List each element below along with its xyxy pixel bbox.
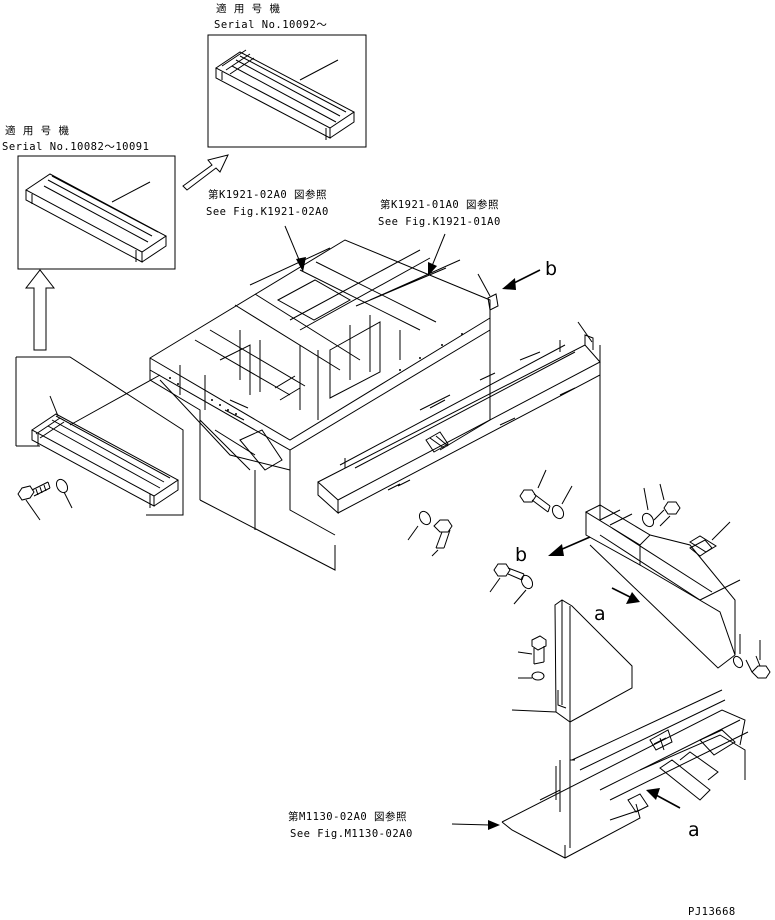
arrow-a-bottom xyxy=(646,788,681,809)
bracket-assembly-right xyxy=(584,345,736,669)
arrow-b-mid xyxy=(548,536,591,556)
bolt-bracket-a xyxy=(519,469,573,520)
upgrade-arrow-diagonal xyxy=(182,154,229,191)
inset-top-applicable-label: 適 用 号 機 xyxy=(216,2,280,15)
marker-a-mid: a xyxy=(594,603,606,625)
ref-k1921-01a0-en: See Fig.K1921-01A0 xyxy=(378,216,501,228)
ref-k1921-01a0-jp: 第K1921-01A0 図参照 xyxy=(380,198,499,211)
bolt-rail xyxy=(407,510,453,557)
step-lower-icon xyxy=(31,395,179,508)
leader-bracket-right xyxy=(699,579,741,601)
inset-left: 適 用 号 機 Serial No.10082～10091 xyxy=(2,124,176,270)
mount-plate xyxy=(554,599,633,848)
bolt-bracket-c xyxy=(732,634,771,679)
main-frame xyxy=(149,239,491,571)
ref-m1130-02a0: 第M1130-02A0 図参照 See Fig.M1130-02A0 xyxy=(288,810,500,840)
bolt-bracket-b xyxy=(641,483,681,528)
bottom-frame xyxy=(501,689,749,859)
marker-b-top: b xyxy=(545,258,557,280)
washer-left xyxy=(55,478,73,509)
inset-top-serial-label: Serial No.10092～ xyxy=(214,19,327,31)
inset-left-frame xyxy=(17,155,176,270)
upgrade-arrow-vertical xyxy=(24,269,56,351)
inset-left-applicable-label: 適 用 号 機 xyxy=(5,124,69,137)
side-rail xyxy=(317,321,601,515)
drawing-code: PJ13668 xyxy=(688,906,736,918)
marker-a-bottom: a xyxy=(688,819,700,841)
inset-top: 適 用 号 機 Serial No.10092～ xyxy=(207,2,367,148)
marker-b-mid: b xyxy=(515,544,527,566)
clip-part xyxy=(689,521,731,553)
bolt-left xyxy=(17,481,51,521)
step-callout xyxy=(15,356,184,516)
ref-k1921-02a0-jp: 第K1921-02A0 図参照 xyxy=(208,188,327,201)
bolt-plate-vertical xyxy=(511,635,557,713)
ref-m1130-02a0-jp: 第M1130-02A0 図参照 xyxy=(288,810,407,823)
ref-k1921-02a0-en: See Fig.K1921-02A0 xyxy=(206,206,329,218)
inset-left-serial-label: Serial No.10082～10091 xyxy=(2,141,149,153)
ref-k1921-01a0: 第K1921-01A0 図参照 See Fig.K1921-01A0 xyxy=(378,198,501,276)
arrow-a-mid xyxy=(611,587,640,604)
ref-m1130-02a0-en: See Fig.M1130-02A0 xyxy=(290,828,413,840)
ref-k1921-02a0: 第K1921-02A0 図参照 See Fig.K1921-02A0 xyxy=(206,188,329,272)
bracket-b-top xyxy=(477,269,541,311)
inset-top-frame xyxy=(207,34,367,148)
inset-top-step-icon xyxy=(215,49,355,140)
bolt-plate-top xyxy=(489,563,534,605)
inset-left-step-icon xyxy=(25,173,167,263)
frame-holes xyxy=(169,333,463,415)
